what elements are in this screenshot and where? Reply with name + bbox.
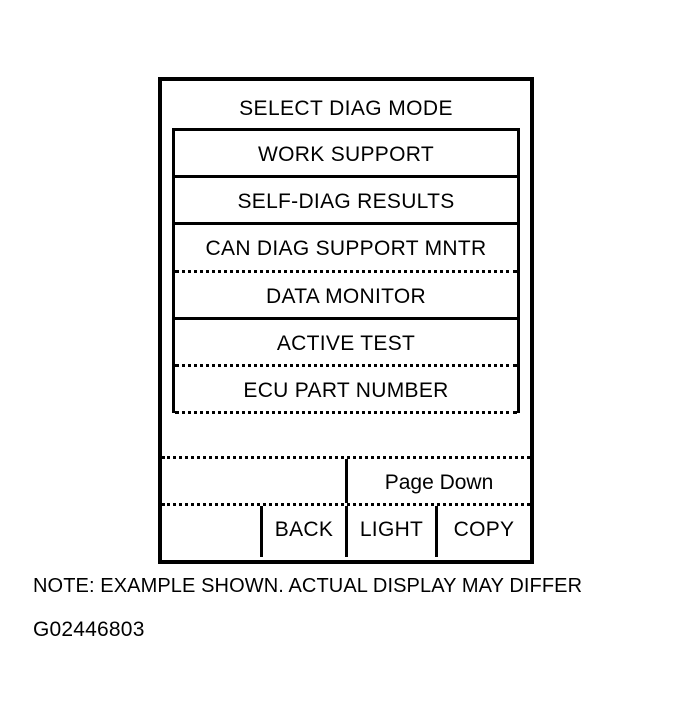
diagnostic-tool-screen-frame: SELECT DIAG MODE WORK SUPPORT SELF-DIAG …	[158, 77, 534, 564]
diag-mode-menu-list: WORK SUPPORT SELF-DIAG RESULTS CAN DIAG …	[172, 128, 520, 415]
menu-item-active-test[interactable]: ACTIVE TEST	[175, 319, 517, 367]
softkey-empty-cell	[162, 506, 260, 557]
page-navigation-row: Page Down	[162, 456, 530, 506]
figure-note: NOTE: EXAMPLE SHOWN. ACTUAL DISPLAY MAY …	[33, 575, 583, 597]
page-row-empty-cell	[162, 459, 345, 503]
menu-item-ecu-part-number[interactable]: ECU PART NUMBER	[175, 366, 517, 415]
figure-id-label: G02446803	[33, 618, 145, 641]
light-button[interactable]: LIGHT	[345, 506, 435, 557]
softkey-control-region: Page Down BACK LIGHT COPY	[162, 456, 530, 560]
page-down-button[interactable]: Page Down	[345, 459, 530, 503]
softkey-button-row: BACK LIGHT COPY	[162, 506, 530, 557]
copy-button[interactable]: COPY	[435, 506, 530, 557]
back-button[interactable]: BACK	[260, 506, 345, 557]
menu-item-can-diag-support-mntr[interactable]: CAN DIAG SUPPORT MNTR	[175, 225, 517, 273]
screen-title: SELECT DIAG MODE	[239, 97, 453, 120]
menu-item-data-monitor[interactable]: DATA MONITOR	[175, 272, 517, 320]
menu-item-work-support[interactable]: WORK SUPPORT	[175, 131, 517, 179]
menu-item-self-diag-results[interactable]: SELF-DIAG RESULTS	[175, 178, 517, 226]
